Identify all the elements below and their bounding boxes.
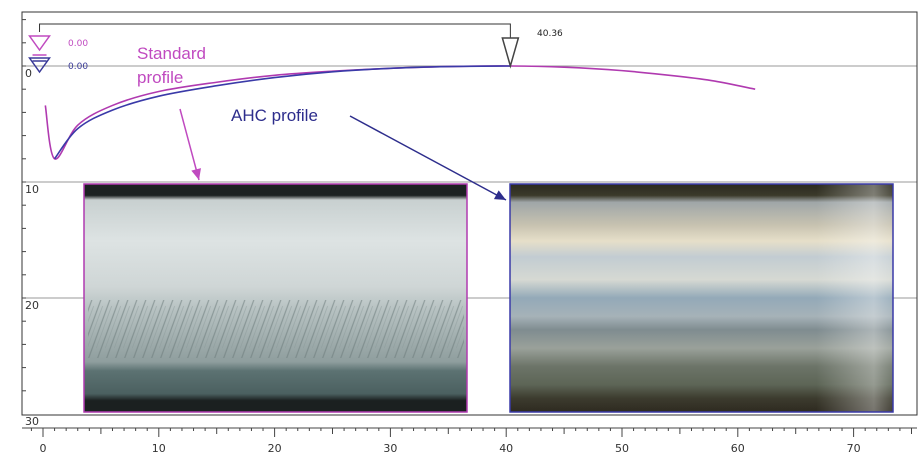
x-tick-label-40: 40	[499, 442, 513, 455]
axes-layer: 0 10 20 30 0 10 20 30 40 50 60 70	[21, 11, 918, 455]
marker-label-ahc: 0.00	[68, 62, 88, 72]
annotation-standard-line-0: Standard	[137, 44, 206, 63]
ahc-micrograph-border	[509, 183, 894, 413]
ahc-micrograph-shine	[510, 184, 893, 412]
x-tick-label-30: 30	[383, 442, 397, 455]
annotation-standard-line-1: profile	[137, 68, 183, 87]
standard-micrograph-border	[83, 183, 468, 413]
x-tick-label-10: 10	[152, 442, 166, 455]
series-line-1	[53, 65, 511, 160]
arrow-ahc-head	[493, 190, 506, 200]
marker-triangle-ahc	[28, 57, 51, 74]
standard-profile-micrograph	[83, 183, 468, 413]
annotation-ahc: AHC profile	[231, 106, 318, 125]
arrow-standard-shaft	[179, 108, 200, 181]
x-tick-label-70: 70	[847, 442, 861, 455]
standard-micrograph-fill	[84, 184, 467, 412]
x-tick-label-60: 60	[731, 442, 745, 455]
y-tick-label-0: 0	[25, 67, 32, 80]
x-tick-label-0: 0	[40, 442, 47, 455]
x-tick-label-50: 50	[615, 442, 629, 455]
series-layer	[44, 65, 756, 160]
marker-layer: 0.00 0.00 40.36	[28, 23, 563, 74]
plot-frame	[21, 11, 918, 416]
marker-triangle-max	[501, 37, 520, 69]
ahc-profile-micrograph	[509, 183, 894, 413]
marker-triangle-standard	[28, 35, 51, 52]
x-tick-label-20: 20	[268, 442, 282, 455]
arrow-standard-head	[191, 168, 201, 180]
marker-bracket	[39, 23, 511, 46]
y-tick-label-20: 20	[25, 299, 39, 312]
marker-label-standard: 0.00	[68, 39, 88, 49]
y-tick-label-10: 10	[25, 183, 39, 196]
marker-label-max: 40.36	[537, 29, 563, 39]
y-tick-label-30: 30	[25, 415, 39, 428]
arrow-ahc-shaft	[349, 115, 507, 201]
standard-micrograph-streaks	[88, 300, 464, 358]
